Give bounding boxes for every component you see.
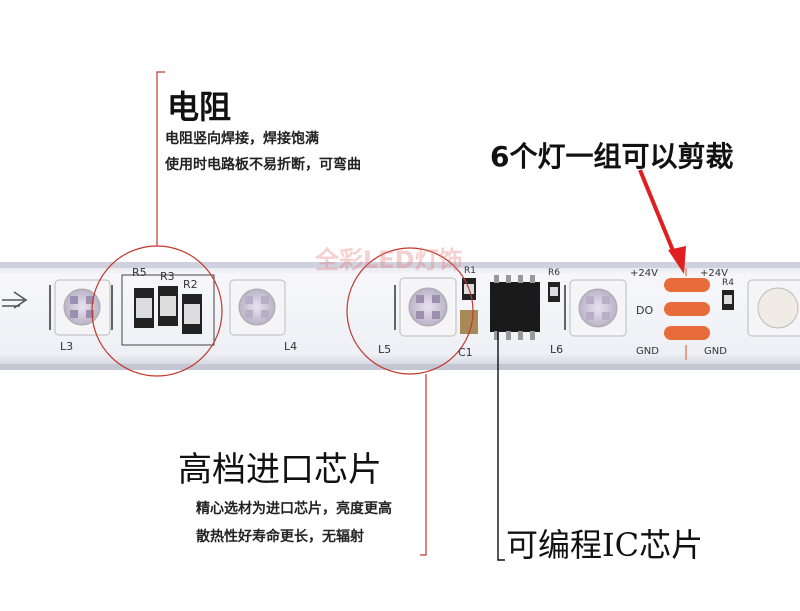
chip-title: 高档进口芯片 xyxy=(178,450,382,490)
led-l3 xyxy=(49,279,113,336)
pcb-label-r2: R2 xyxy=(183,278,198,291)
cut-pads xyxy=(664,268,710,360)
pcb-label-v2: +24V xyxy=(700,268,728,279)
pcb-label-l3: L3 xyxy=(60,340,74,353)
led-l5 xyxy=(394,277,457,337)
chip-desc-line2: 散热性好寿命更长，无辐射 xyxy=(196,529,364,545)
ic-title: 可编程IC芯片 xyxy=(506,526,704,564)
pcb-label-r6: R6 xyxy=(548,268,560,278)
pcb-label-r1: R1 xyxy=(464,266,476,276)
resistors-group xyxy=(121,274,215,346)
pcb-label-l6: L6 xyxy=(550,343,564,356)
pcb-label-c1: C1 xyxy=(458,346,473,359)
led-partial xyxy=(747,279,800,337)
pcb-label-do: DO xyxy=(636,304,654,317)
ic-chip xyxy=(490,275,540,340)
capacitor-c1 xyxy=(460,310,478,334)
resistor-desc-line2: 使用时电路板不易折断，可弯曲 xyxy=(165,157,361,173)
chip-callout-circle xyxy=(346,247,474,375)
resistor-title: 电阻 xyxy=(167,88,232,126)
led-l4 xyxy=(229,279,286,336)
cut-arrow-icon xyxy=(638,169,686,274)
direction-arrow-icon xyxy=(2,291,28,309)
pcb-label-r4: R4 xyxy=(722,278,734,288)
led-l6 xyxy=(564,279,627,337)
pcb-label-v1: +24V xyxy=(630,268,658,279)
pcb-label-r5: R5 xyxy=(132,266,147,279)
pcb-label-l5: L5 xyxy=(378,343,392,356)
pcb-label-gnd1: GND xyxy=(636,346,659,357)
resistor-desc-line1: 电阻竖向焊接，焊接饱满 xyxy=(165,131,319,147)
chip-desc-line1: 精心选材为进口芯片，亮度更高 xyxy=(196,501,392,517)
watermark-text: 全彩LED灯饰 xyxy=(315,246,463,274)
pcb-label-l4: L4 xyxy=(284,340,298,353)
pcb-label-r3: R3 xyxy=(160,270,175,283)
pcb-label-gnd2: GND xyxy=(704,346,727,357)
cut-title: 6个灯一组可以剪裁 xyxy=(490,140,734,173)
